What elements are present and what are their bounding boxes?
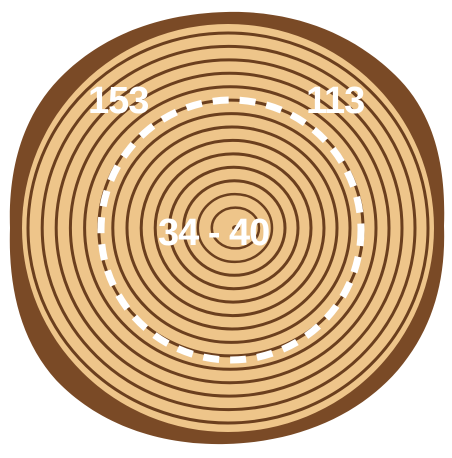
- count-label-top-right: 113: [306, 82, 364, 120]
- count-label-top-left: 153: [88, 82, 148, 120]
- range-label-center: 34 - 40: [158, 214, 269, 252]
